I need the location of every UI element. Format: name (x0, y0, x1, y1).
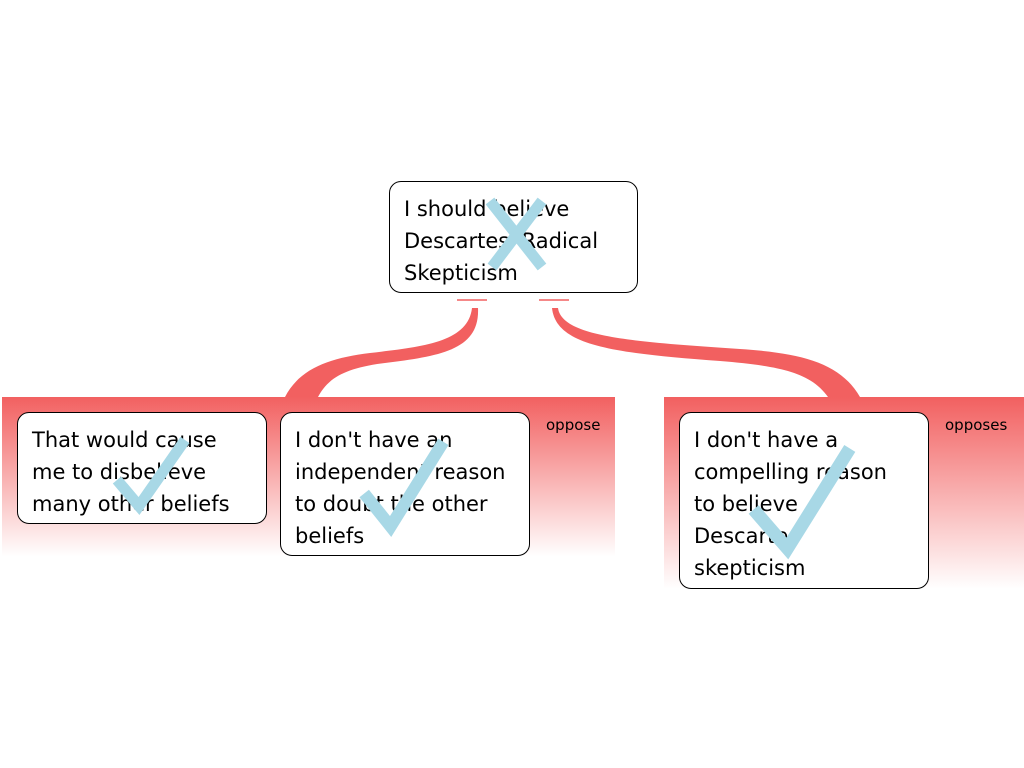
reason-claim[interactable]: I don't have an independent reason to do… (280, 412, 530, 556)
reason-claim[interactable]: That would cause me to disbelieve many o… (17, 412, 267, 524)
reason-claim-text: I don't have an independent reason to do… (295, 428, 506, 548)
relation-label-oppose: oppose (546, 416, 601, 434)
reason-claim[interactable]: I don't have a compelling reason to beli… (679, 412, 929, 589)
root-claim-text: I should believe Descartes' Radical Skep… (404, 197, 599, 285)
reason-claim-text: That would cause me to disbelieve many o… (32, 428, 230, 516)
relation-label-opposes: opposes (945, 416, 1008, 434)
reason-claim-text: I don't have a compelling reason to beli… (694, 428, 887, 580)
root-claim[interactable]: I should believe Descartes' Radical Skep… (389, 181, 638, 293)
